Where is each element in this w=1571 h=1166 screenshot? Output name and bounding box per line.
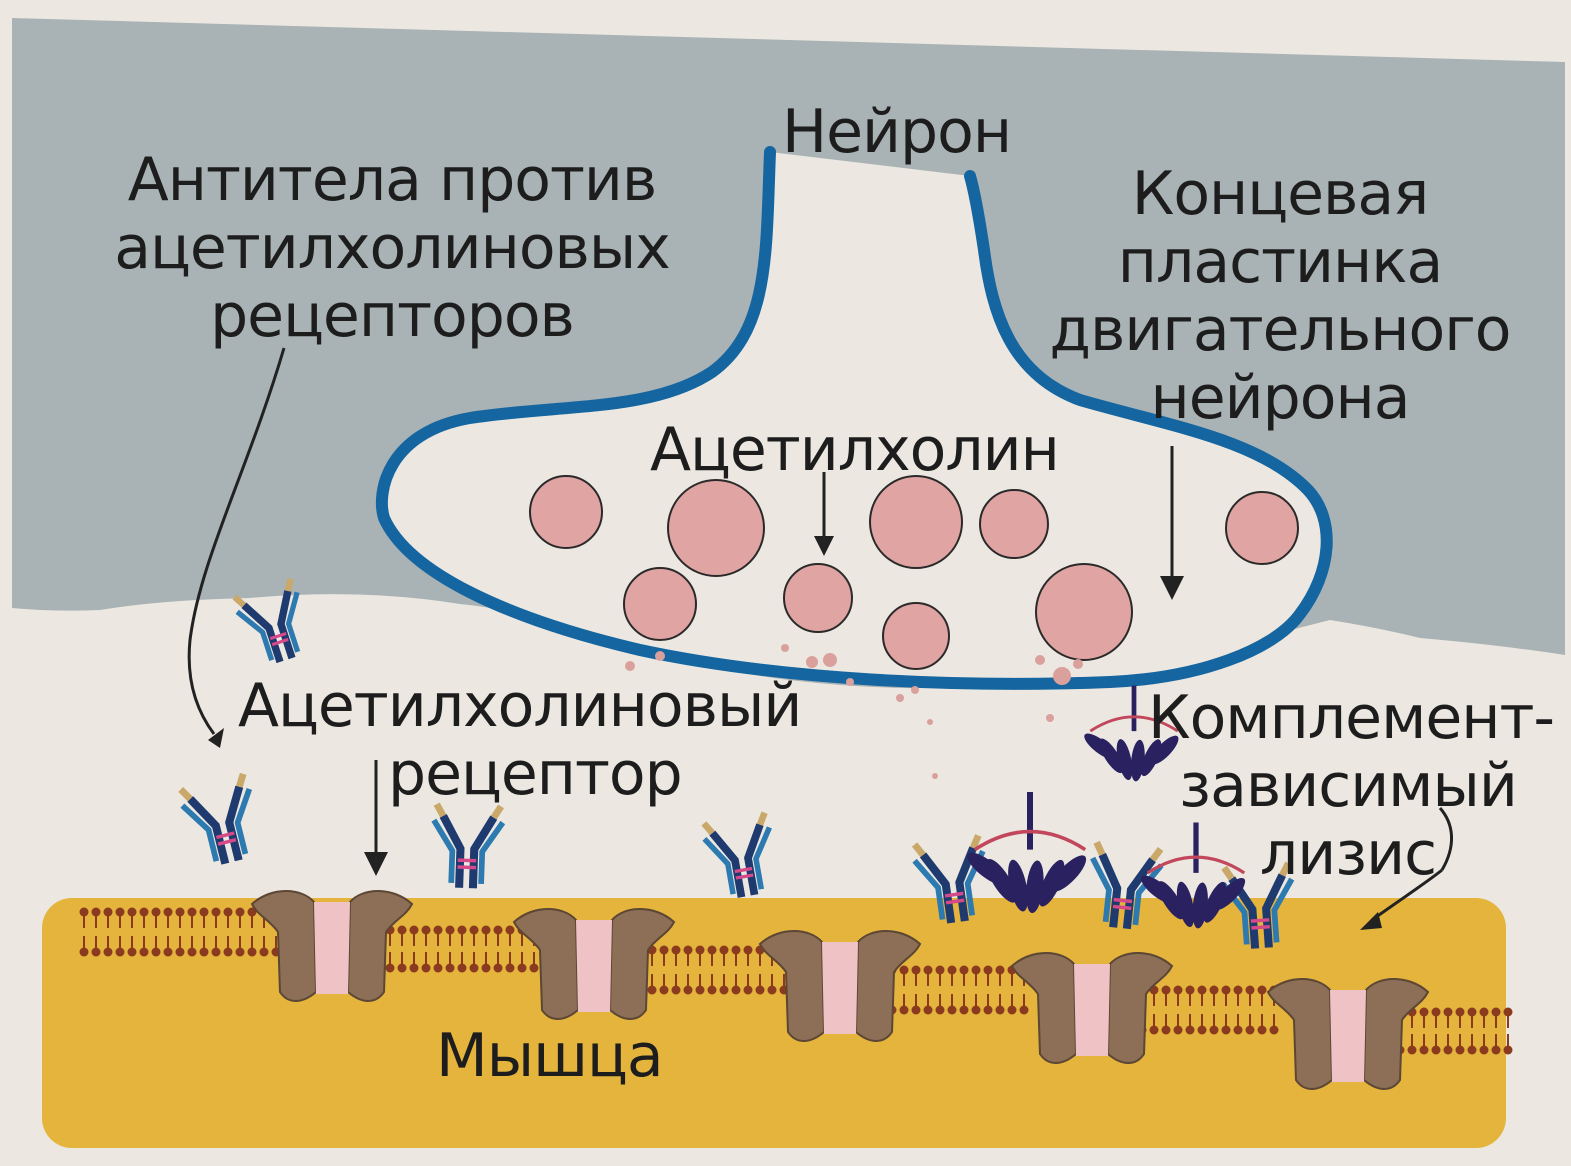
vesicle <box>530 476 602 548</box>
label-antibodies-line: рецепторов <box>92 282 692 350</box>
label-receptor: Ацетилхолиновый рецептор <box>238 672 801 808</box>
vesicle <box>1036 564 1132 660</box>
label-antibodies-line: Антитела против <box>92 146 692 214</box>
label-antibodies-line: ацетилхолиновых <box>92 214 692 282</box>
label-end-plate-line: пластинка <box>1030 228 1530 296</box>
label-acetylcholine: Ацетилхолин <box>650 416 1059 484</box>
label-complement-line: лизис <box>1148 820 1548 888</box>
label-receptor-line: рецептор <box>238 740 801 808</box>
label-end-plate-line: нейрона <box>1030 364 1530 432</box>
label-end-plate-line: двигательного <box>1030 296 1530 364</box>
vesicle <box>624 568 696 640</box>
label-neuron: Нейрон <box>782 98 1011 166</box>
vesicle <box>1226 492 1298 564</box>
label-complement: Комплемент- зависимый лизис <box>1148 684 1548 888</box>
label-muscle: Мышца <box>436 1022 663 1090</box>
vesicle <box>870 476 962 568</box>
label-complement-line: зависимый <box>1148 752 1548 820</box>
label-antibodies: Антитела против ацетилхолиновых рецептор… <box>92 146 692 350</box>
label-end-plate-line: Концевая <box>1030 160 1530 228</box>
vesicle <box>784 564 852 632</box>
vesicle <box>883 603 949 669</box>
label-receptor-line: Ацетилхолиновый <box>238 672 801 740</box>
vesicle <box>980 490 1048 558</box>
label-complement-line: Комплемент- <box>1148 684 1548 752</box>
vesicle <box>668 480 764 576</box>
label-end-plate: Концевая пластинка двигательного нейрона <box>1030 160 1530 432</box>
